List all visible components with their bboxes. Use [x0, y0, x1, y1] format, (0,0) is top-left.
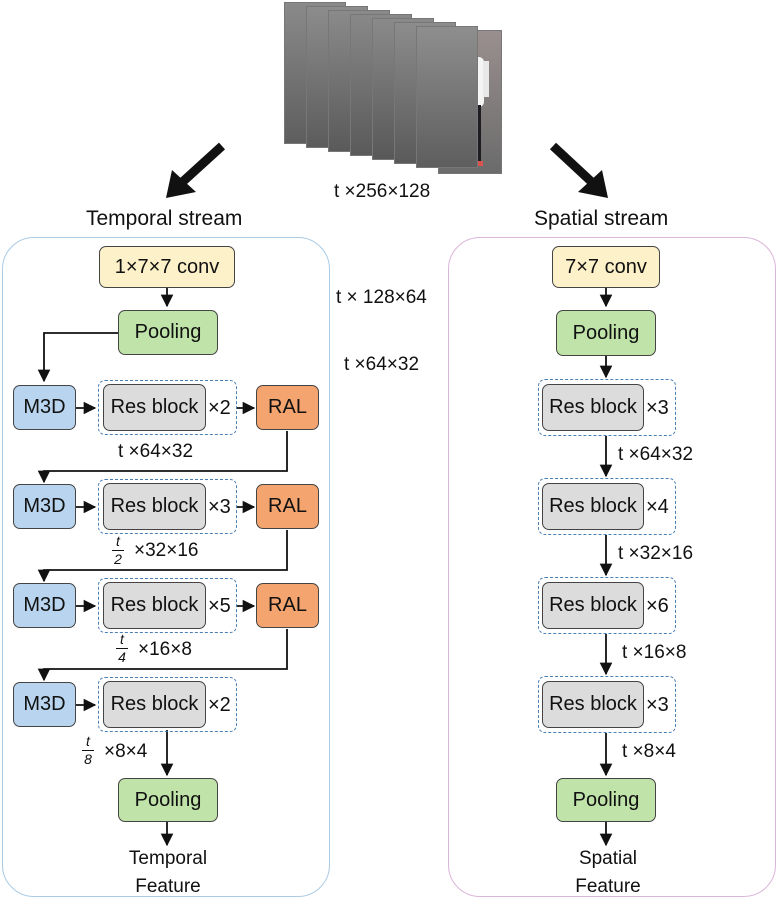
- spatial-res-group-2: [538, 478, 676, 535]
- input-frame-stack: [284, 2, 502, 174]
- spatial-res-group-1: [538, 379, 676, 436]
- spatial-size-3: t ×16×8: [622, 642, 687, 663]
- temporal-size-1: t ×64×32: [118, 441, 194, 462]
- arrow-ral2-to-m3d3: [37, 530, 288, 583]
- spatial-pooling-block-1: Pooling: [556, 310, 656, 356]
- temporal-feature-label: Temporal Feature: [128, 848, 208, 897]
- arrow-pool-to-m3d1: [37, 332, 118, 383]
- res-group-4: [98, 677, 237, 732]
- spatial-res-block-2: Res block: [542, 483, 644, 530]
- res-block-1: Res block: [103, 384, 206, 431]
- res-group-3: [98, 578, 237, 633]
- spatial-res-block-1: Res block: [542, 384, 644, 431]
- temporal-conv-block: 1×7×7 conv: [99, 246, 235, 288]
- spatial-stream-panel: [448, 237, 776, 897]
- size-label-128x64: t × 128×64: [336, 287, 427, 308]
- res-multiplier-2: ×3: [208, 496, 231, 518]
- input-size-label: t ×256×128: [334, 181, 431, 202]
- arrow-to-temporal: [166, 142, 226, 198]
- res-multiplier-1: ×2: [208, 397, 231, 419]
- temporal-size-4: ×8×4: [104, 741, 148, 762]
- ral-block-3: RAL: [256, 583, 319, 628]
- spatial-res-multiplier-3: ×6: [646, 595, 669, 617]
- spatial-res-multiplier-4: ×3: [646, 694, 669, 716]
- spatial-size-2: t ×32×16: [618, 543, 694, 564]
- m3d-block-4: M3D: [13, 682, 76, 727]
- spatial-res-block-3: Res block: [542, 582, 644, 629]
- spatial-res-multiplier-2: ×4: [646, 496, 669, 518]
- spatial-res-group-3: [538, 577, 676, 634]
- res-multiplier-3: ×5: [208, 595, 231, 617]
- temporal-stream-panel: [2, 237, 330, 897]
- temporal-size-3: ×16×8: [138, 639, 192, 660]
- spatial-conv-block: 7×7 conv: [552, 246, 660, 288]
- arrow-ral3-to-m3d4: [37, 629, 288, 682]
- temporal-size-2: ×32×16: [134, 540, 199, 561]
- spatial-feature-label: Spatial Feature: [575, 848, 641, 897]
- m3d-block-1: M3D: [13, 385, 76, 430]
- m3d-block-2: M3D: [13, 484, 76, 529]
- temporal-stream-title: Temporal stream: [86, 207, 243, 230]
- spatial-pooling-block-2: Pooling: [556, 778, 656, 822]
- spatial-res-multiplier-1: ×3: [646, 397, 669, 419]
- m3d-block-3: M3D: [13, 583, 76, 628]
- spatial-size-4: t ×8×4: [622, 741, 676, 762]
- res-block-2: Res block: [103, 483, 206, 530]
- spatial-res-block-4: Res block: [542, 681, 644, 728]
- temporal-pooling-block-1: Pooling: [118, 310, 218, 355]
- arrow-ral1-to-m3d2: [37, 431, 288, 484]
- res-multiplier-4: ×2: [208, 694, 231, 716]
- arrow-to-spatial: [549, 142, 608, 198]
- ral-block-1: RAL: [256, 385, 319, 430]
- res-block-4: Res block: [103, 681, 206, 728]
- res-group-1: [98, 380, 237, 435]
- spatial-size-1: t ×64×32: [618, 444, 694, 465]
- size-label-64x32: t ×64×32: [344, 354, 420, 375]
- res-block-3: Res block: [103, 582, 206, 629]
- input-frame: [416, 26, 478, 168]
- spatial-res-group-4: [538, 676, 676, 733]
- ral-block-2: RAL: [256, 484, 319, 529]
- spatial-stream-title: Spatial stream: [534, 207, 669, 230]
- temporal-pooling-block-2: Pooling: [118, 778, 218, 822]
- res-group-2: [98, 479, 237, 534]
